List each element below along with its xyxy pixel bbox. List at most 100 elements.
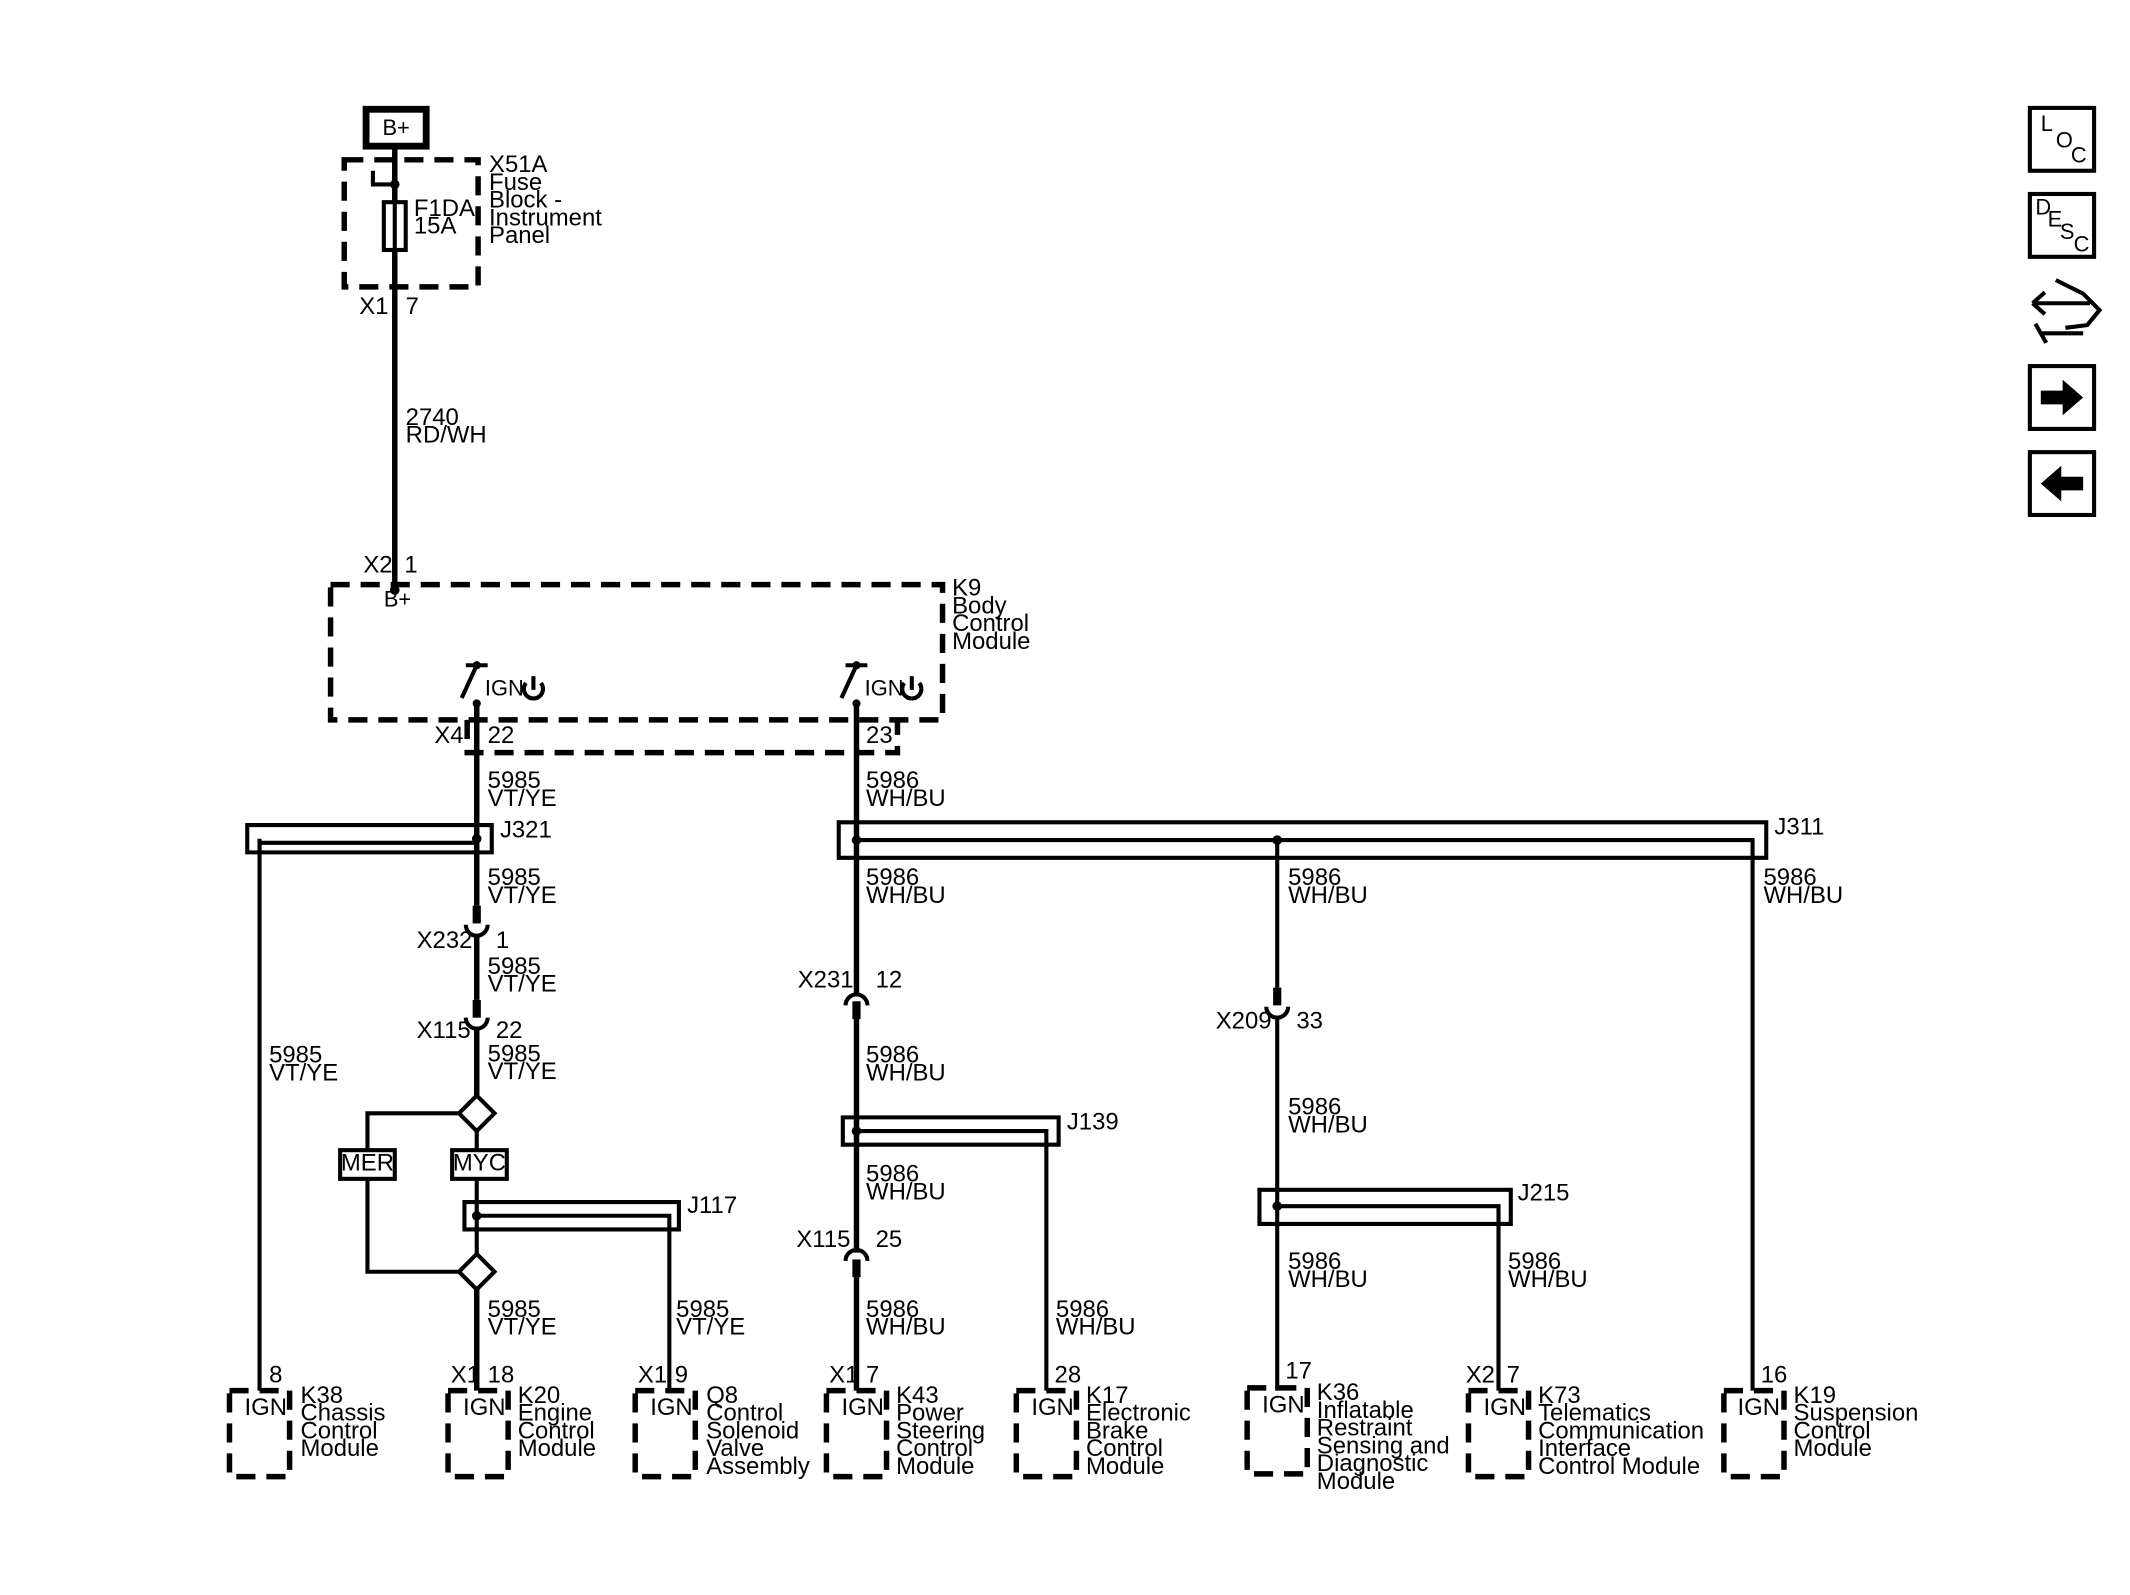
svg-text:Telematics: Telematics [1538,1400,1651,1427]
svg-text:Valve: Valve [706,1435,764,1462]
svg-text:Control: Control [1086,1435,1163,1462]
svg-text:X4: X4 [434,722,463,749]
svg-text:WH/BU: WH/BU [1288,1111,1368,1138]
svg-text:WH/BU: WH/BU [1288,1266,1368,1293]
svg-text:J117: J117 [687,1192,737,1219]
svg-text:12: 12 [876,967,903,994]
module-k17: 28 IGN K17 Electronic Brake Control Modu… [1013,1361,1191,1480]
svg-text:Body: Body [952,592,1007,619]
svg-text:5986: 5986 [1508,1248,1561,1275]
ignition-switch-b: IGN [839,661,924,708]
svg-text:18: 18 [488,1361,515,1388]
svg-text:Engine: Engine [518,1400,592,1427]
inline-connector-x115-a: X115 22 [417,999,522,1044]
desc-button[interactable]: D E S C [2027,191,2097,259]
svg-text:Control Module: Control Module [1538,1453,1700,1480]
power-icon [521,676,545,701]
svg-text:X1: X1 [451,1361,480,1388]
svg-text:D: D [2035,194,2051,219]
loc-button[interactable]: L O C [2027,105,2097,173]
ignition-switch-a: IGN [459,661,545,708]
svg-text:O: O [2056,128,2073,153]
svg-text:VT/YE: VT/YE [269,1060,338,1087]
svg-text:5985: 5985 [488,1040,541,1067]
svg-text:X2: X2 [1466,1361,1495,1388]
svg-text:WH/BU: WH/BU [866,1314,946,1341]
svg-text:S: S [2060,219,2075,244]
svg-text:5985: 5985 [488,864,541,891]
svg-text:Module: Module [896,1453,974,1480]
svg-text:Control: Control [706,1400,783,1427]
svg-text:X2: X2 [363,551,392,578]
svg-text:IGN: IGN [1262,1391,1304,1418]
back-arrow-icon[interactable] [2027,450,2097,518]
svg-text:17: 17 [1285,1357,1312,1384]
module-k19: 16 IGN K19 Suspension Control Module [1721,1361,1919,1480]
svg-text:IGN: IGN [463,1394,505,1421]
option-diamond-top [456,1092,498,1134]
svg-text:5985: 5985 [488,1296,541,1323]
svg-text:WH/BU: WH/BU [1288,882,1368,909]
inline-connector-x115-b: X115 25 [796,1226,903,1278]
svg-text:J139: J139 [1067,1109,1119,1136]
svg-text:Sensing and: Sensing and [1317,1432,1450,1459]
svg-text:IGN: IGN [650,1394,692,1421]
svg-text:K36: K36 [1317,1379,1360,1406]
svg-text:Module: Module [952,628,1030,655]
svg-text:Chassis: Chassis [301,1400,386,1427]
forward-arrow-icon[interactable] [2027,364,2097,431]
module-q8: X1 9 IGN Q8 Control Solenoid Valve Assem… [632,1361,810,1480]
svg-text:Electronic: Electronic [1086,1400,1191,1427]
splice-j215 [1257,1187,1513,1226]
svg-text:WH/BU: WH/BU [866,882,946,909]
svg-text:IGN: IGN [485,675,524,700]
splice-j321 [245,823,494,855]
svg-text:VT/YE: VT/YE [488,882,557,909]
module-k38: 8 IGN K38 Chassis Control Module [226,1361,386,1480]
svg-text:Communication: Communication [1538,1417,1704,1444]
splice-j117 [462,1200,681,1232]
svg-text:5985: 5985 [488,767,541,794]
svg-text:IGN: IGN [1483,1394,1525,1421]
svg-text:5985: 5985 [676,1296,729,1323]
svg-text:Module: Module [1086,1453,1164,1480]
svg-text:WH/BU: WH/BU [1056,1314,1136,1341]
svg-text:X209: X209 [1216,1008,1272,1035]
svg-text:Solenoid: Solenoid [706,1417,799,1444]
svg-text:Control: Control [301,1417,378,1444]
svg-text:25: 25 [876,1226,903,1253]
svg-text:5986: 5986 [1288,1248,1341,1275]
svg-text:5986: 5986 [866,1296,919,1323]
svg-text:28: 28 [1055,1361,1082,1388]
svg-text:5986: 5986 [1288,864,1341,891]
svg-text:Power: Power [896,1400,964,1427]
svg-text:7: 7 [1507,1361,1520,1388]
svg-text:15A: 15A [414,213,457,240]
svg-text:5986: 5986 [1288,1094,1341,1121]
svg-text:5986: 5986 [866,1161,919,1188]
svg-text:E: E [2048,207,2063,232]
svg-text:7: 7 [866,1361,879,1388]
svg-text:Suspension: Suspension [1794,1400,1919,1427]
svg-text:X232: X232 [417,927,473,954]
svg-text:9: 9 [675,1361,688,1388]
connector-tool-icon[interactable] [2031,278,2103,344]
svg-text:Control: Control [518,1417,595,1444]
circuit-5986-trunk: 5986 WH/BU J311 5986 WH/BU X231 12 5986 … [796,703,1843,1391]
svg-text:5986: 5986 [866,864,919,891]
inline-connector-x209: X209 33 [1216,987,1323,1035]
svg-text:C: C [2071,143,2087,168]
svg-text:B+: B+ [382,115,409,140]
svg-text:8: 8 [269,1361,282,1388]
inline-connector-x232: X232 1 [417,905,509,954]
svg-text:VT/YE: VT/YE [488,1058,557,1085]
svg-text:IGN: IGN [865,675,904,700]
svg-text:Instrument: Instrument [489,204,602,231]
splice-j311 [836,820,1769,860]
inline-connector-x231: X231 12 [798,967,903,1020]
svg-text:Module: Module [301,1435,379,1462]
svg-text:X1: X1 [638,1361,667,1388]
svg-text:VT/YE: VT/YE [676,1314,745,1341]
svg-text:Module: Module [518,1435,596,1462]
